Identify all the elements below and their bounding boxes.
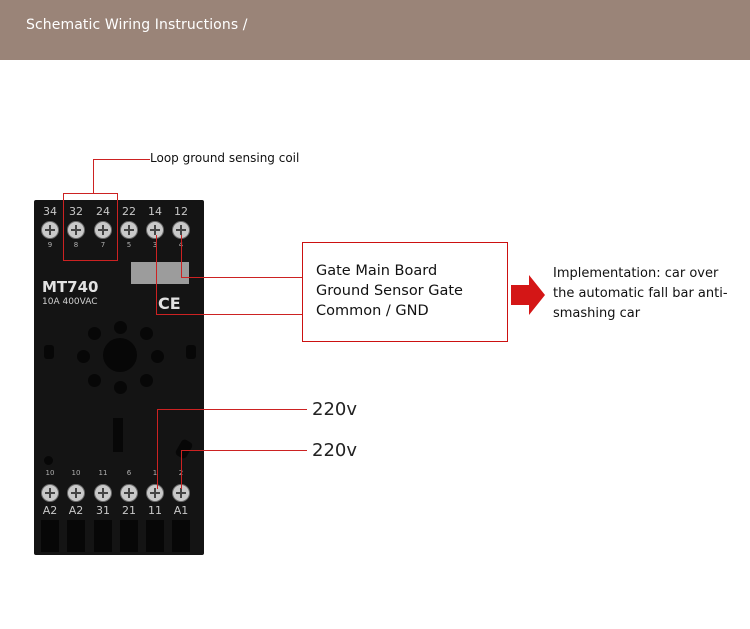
connector-line <box>93 159 94 193</box>
terminal-pin-label: 1 <box>152 469 158 477</box>
terminal-bottom-label: A2 <box>68 504 84 517</box>
label-sticker <box>131 262 189 284</box>
voltage-label: 220v <box>312 399 358 420</box>
terminal-pin-label: 6 <box>126 469 132 477</box>
connector-line <box>93 159 150 160</box>
socket-slot <box>113 418 123 452</box>
socket-pin-hole <box>151 350 164 363</box>
box-line: Ground Sensor Gate <box>316 283 463 299</box>
terminal-pin-label: 9 <box>47 241 53 249</box>
voltage-label: 220v <box>312 440 358 461</box>
socket-center-hole <box>103 338 137 372</box>
socket-foot <box>120 520 138 552</box>
terminal-pin-label: 10 <box>45 469 55 477</box>
screw-terminal-icon <box>94 484 112 502</box>
terminal-pin-label: 10 <box>71 469 81 477</box>
screw-terminal-icon <box>41 221 59 239</box>
terminal-bottom-label: A1 <box>173 504 189 517</box>
screw-terminal-icon <box>67 221 85 239</box>
connector-line <box>181 450 307 451</box>
socket-foot <box>146 520 164 552</box>
screw-terminal-icon <box>120 484 138 502</box>
mount-hole <box>186 345 196 359</box>
terminal-top-label: 22 <box>122 205 136 218</box>
gate-board-box: Gate Main Board Ground Sensor Gate Commo… <box>302 242 508 342</box>
socket-pin-hole <box>114 321 127 334</box>
terminal-bottom-label: A2 <box>42 504 58 517</box>
screw-terminal-icon <box>94 221 112 239</box>
socket-pin-hole <box>88 327 101 340</box>
socket-pin-hole <box>140 327 153 340</box>
terminal-bottom-label: 11 <box>148 504 162 517</box>
terminal-bottom-label: 21 <box>122 504 136 517</box>
loop-terminals-highlight <box>63 193 118 261</box>
loop-coil-label: Loop ground sensing coil <box>150 151 300 165</box>
header-bar: Schematic Wiring Instructions / <box>0 0 750 60</box>
socket-pin-hole <box>114 381 127 394</box>
screw-terminal-icon <box>172 484 190 502</box>
socket-foot <box>94 520 112 552</box>
implementation-note: Implementation: car over the automatic f… <box>553 266 728 321</box>
connector-line <box>156 314 302 315</box>
screw-terminal-icon <box>67 484 85 502</box>
connector-line <box>181 235 182 277</box>
arrow-right-icon <box>511 275 545 315</box>
socket-pin-hole <box>77 350 90 363</box>
screw-terminal-icon <box>146 484 164 502</box>
socket-pin-hole <box>140 374 153 387</box>
socket-foot <box>41 520 59 552</box>
terminal-pin-label: 8 <box>73 241 79 249</box>
terminal-pin-label: 3 <box>152 241 158 249</box>
connector-line <box>181 450 182 489</box>
socket-small-hole <box>44 456 53 465</box>
connector-line <box>157 409 158 489</box>
relay-rating: 10A 400VAC <box>42 297 98 307</box>
terminal-top-label: 12 <box>174 205 188 218</box>
box-line: Gate Main Board <box>316 263 438 279</box>
connector-line <box>156 235 157 314</box>
screw-terminal-icon <box>41 484 59 502</box>
terminal-top-label: 32 <box>69 205 83 218</box>
mount-hole <box>44 345 54 359</box>
box-line: Common / GND <box>316 303 429 319</box>
screw-terminal-icon <box>146 221 164 239</box>
terminal-bottom-label: 31 <box>96 504 110 517</box>
terminal-top-label: 24 <box>96 205 110 218</box>
terminal-top-label: 14 <box>148 205 162 218</box>
terminal-pin-label: 5 <box>126 241 132 249</box>
socket-foot <box>172 520 190 552</box>
connector-line <box>181 277 302 278</box>
terminal-pin-label: 7 <box>100 241 106 249</box>
socket-pin-hole <box>88 374 101 387</box>
ce-mark: CE <box>158 294 181 313</box>
terminal-top-label: 34 <box>43 205 57 218</box>
page-title: Schematic Wiring Instructions / <box>26 17 248 33</box>
connector-line <box>157 409 307 410</box>
relay-model: MT740 <box>42 278 99 296</box>
socket-foot <box>67 520 85 552</box>
terminal-pin-label: 11 <box>98 469 108 477</box>
screw-terminal-icon <box>120 221 138 239</box>
